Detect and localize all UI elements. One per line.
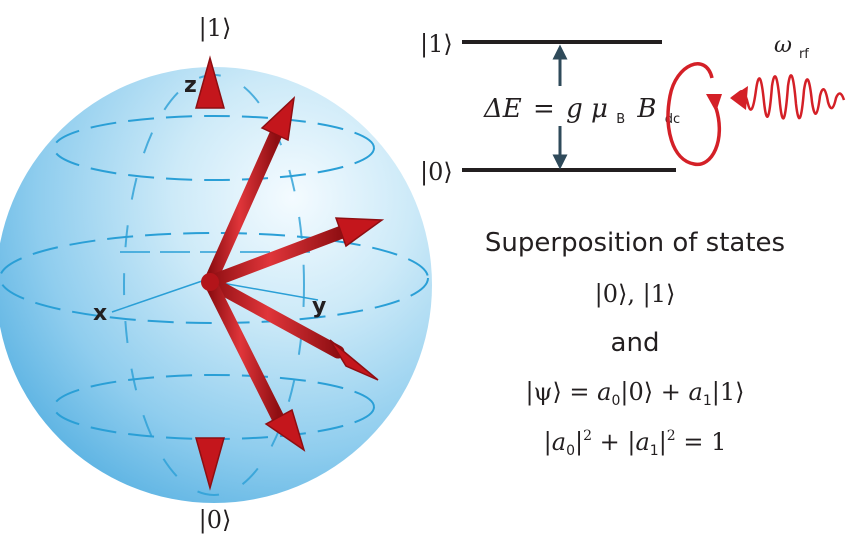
rf-loop-arrowhead <box>706 94 722 112</box>
norm-a0-sub: 0 <box>566 443 575 459</box>
normalization-equation: |a0|2 + |a1|2 = 1 <box>425 428 845 459</box>
psi-end: |1⟩ <box>711 378 745 406</box>
norm-close-2: | <box>658 428 667 456</box>
state-vectors <box>195 55 385 491</box>
bloch-sphere: |1⟩ |0⟩ z x y <box>0 14 432 535</box>
caption-line-3: and <box>610 328 660 358</box>
vector-up <box>195 55 225 289</box>
vector-lower-right <box>203 275 379 381</box>
caption-line-2: |0⟩, |1⟩ <box>594 280 676 308</box>
vector-upper-right <box>203 95 296 289</box>
vector-down-right <box>203 275 306 452</box>
x-axis-label: x <box>93 301 107 326</box>
psi-a1: a <box>688 378 703 406</box>
norm-a0: a <box>551 428 567 456</box>
norm-close-1: | <box>574 428 584 456</box>
psi-a0-sub: 0 <box>611 393 621 409</box>
y-axis-label: y <box>312 294 326 319</box>
rf-label: ω rf <box>774 33 809 62</box>
caption-line-1: Superposition of states <box>484 228 786 258</box>
bottom-state-label: |0⟩ <box>199 506 232 535</box>
norm-end: = 1 <box>675 428 727 456</box>
norm-plus: + | <box>592 428 636 456</box>
psi-lhs: |ψ⟩ = <box>525 378 598 406</box>
vector-down <box>195 275 225 491</box>
energy-level-diagram: |1⟩ |0⟩ ΔE = g μ B B dc ω rf <box>420 30 846 187</box>
energy-gap-formula: ΔE = g μ B B dc <box>483 94 680 130</box>
upper-level-label: |1⟩ <box>420 30 453 59</box>
vector-right <box>203 217 385 289</box>
psi-a0: a <box>597 378 612 406</box>
norm-open-1: | <box>543 428 552 456</box>
top-state-label: |1⟩ <box>199 14 232 43</box>
rf-wave <box>731 74 846 120</box>
rf-loop <box>666 62 722 167</box>
norm-a1-sub: 1 <box>649 443 659 459</box>
psi-equation: |ψ⟩ = a0|0⟩ + a1|1⟩ <box>425 378 845 409</box>
vector-origin <box>201 273 219 291</box>
lower-level-label: |0⟩ <box>420 158 453 187</box>
psi-a1-sub: 1 <box>702 393 712 409</box>
rf-drive: ω rf <box>666 33 846 167</box>
delta-e: ΔE <box>483 94 522 124</box>
psi-mid: |0⟩ + <box>620 378 689 406</box>
x-axis-line <box>111 279 206 313</box>
norm-sq-2: 2 <box>666 428 676 444</box>
equator-ring <box>0 232 429 324</box>
rf-wave-arrowhead <box>730 86 748 110</box>
norm-sq-1: 2 <box>583 428 592 444</box>
z-axis-label: z <box>184 73 197 98</box>
norm-a1: a <box>635 428 650 456</box>
